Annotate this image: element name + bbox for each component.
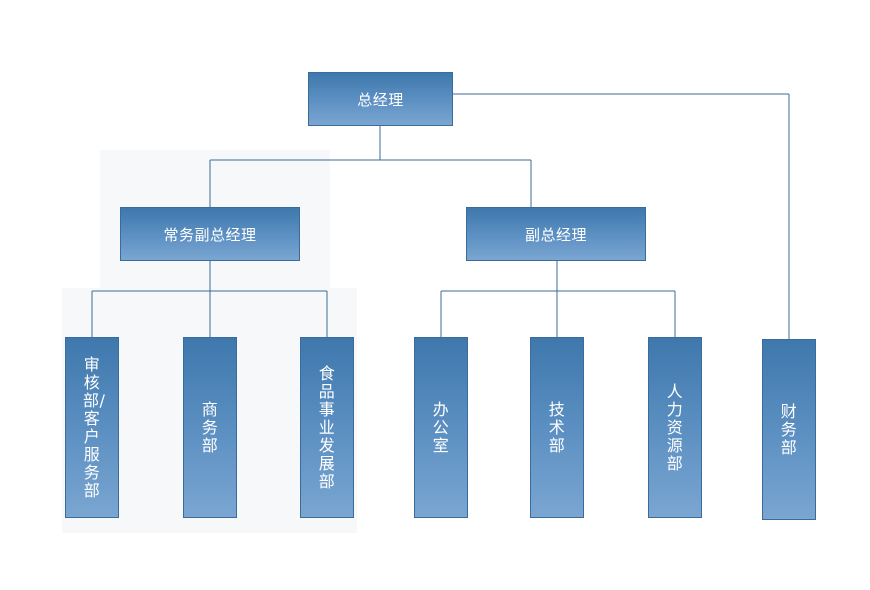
node-tech-dept: 技术部 — [530, 337, 584, 518]
node-office-label: 办公室 — [432, 399, 450, 455]
node-finance-dept-label: 财务部 — [780, 401, 798, 457]
node-general-manager-label: 总经理 — [357, 90, 404, 109]
node-food-dept: 食品事业发展部 — [300, 337, 354, 518]
node-executive-deputy-gm-label: 常务副总经理 — [163, 225, 257, 244]
node-deputy-gm-label: 副总经理 — [524, 225, 587, 244]
node-food-dept-label: 食品事业发展部 — [318, 363, 336, 491]
node-finance-dept: 财务部 — [762, 339, 816, 520]
node-hr-dept: 人力资源部 — [648, 337, 702, 518]
node-commerce-dept-label: 商务部 — [201, 399, 219, 455]
node-deputy-gm: 副总经理 — [466, 207, 646, 261]
node-general-manager: 总经理 — [308, 72, 453, 126]
node-tech-dept-label: 技术部 — [548, 399, 566, 455]
node-hr-dept-label: 人力资源部 — [666, 381, 684, 473]
node-commerce-dept: 商务部 — [183, 337, 237, 518]
node-executive-deputy-gm: 常务副总经理 — [120, 207, 300, 261]
node-audit-dept-label: 审核部/客户服务部 — [83, 354, 106, 500]
node-office: 办公室 — [414, 337, 468, 518]
node-audit-dept: 审核部/客户服务部 — [65, 337, 119, 518]
